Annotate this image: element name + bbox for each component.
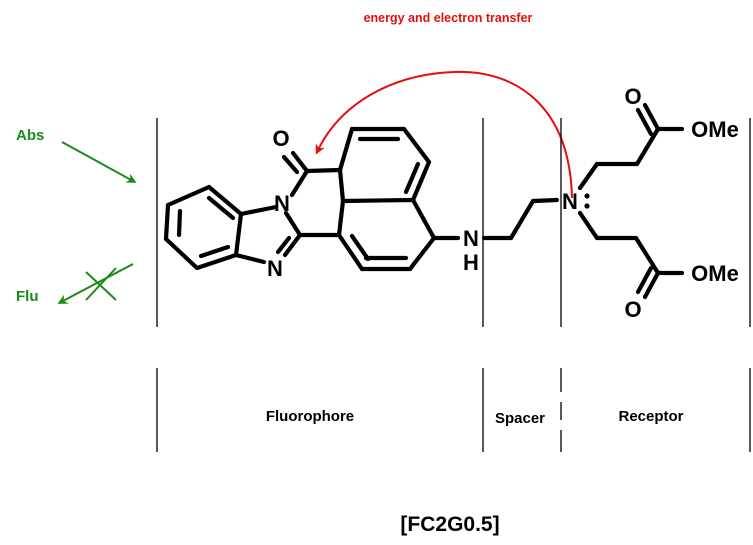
lone-pair-dots — [584, 193, 590, 209]
upper-dividers — [156, 118, 751, 327]
atom-tertiary-n: N — [562, 189, 578, 214]
flu-label: Flu — [16, 288, 39, 305]
fluorophore-label: Fluorophore — [266, 408, 354, 425]
atom-imidazole-n: N — [267, 256, 283, 281]
atom-ester1-o: O — [624, 84, 641, 109]
atom-ester2-o: O — [624, 297, 641, 322]
receptor-label: Receptor — [618, 408, 683, 425]
atom-amine-n: N — [463, 226, 479, 251]
abs-arrow — [61, 141, 137, 183]
atom-ester2-ome: OMe — [691, 261, 739, 286]
transfer-arrow — [315, 70, 573, 199]
atom-carbonyl-o: O — [272, 126, 289, 151]
atom-labels: O N N N H N O OMe O OMe — [267, 84, 739, 322]
abs-label: Abs — [16, 127, 44, 144]
spacer-label: Spacer — [495, 410, 545, 427]
transfer-label: energy and electron transfer — [364, 11, 533, 25]
atom-imide-n: N — [274, 191, 290, 216]
compound-code: [FC2G0.5] — [400, 513, 499, 536]
flu-blocked-cross — [85, 267, 117, 301]
atom-amine-h: H — [463, 250, 479, 275]
lower-dividers — [156, 368, 751, 452]
atom-ester1-ome: OMe — [691, 117, 739, 142]
molecule-bonds — [163, 102, 685, 300]
